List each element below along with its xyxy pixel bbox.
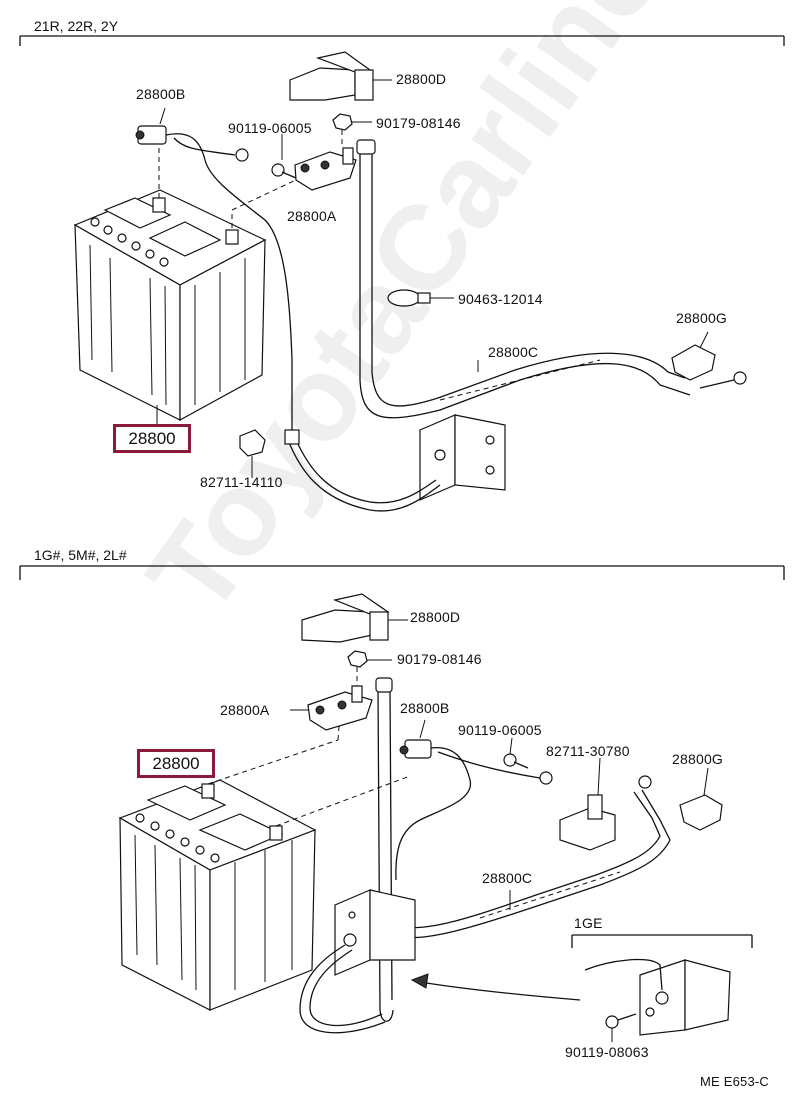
terminal-28800B-top [135,107,293,440]
label-28800A-top[interactable]: 28800A [287,208,337,224]
terminal-28800A-top [294,147,357,191]
terminal-28800A-bottom [290,685,373,731]
battery-bottom [118,711,411,1011]
label-82711-30780-bottom[interactable]: 82711-30780 [546,743,630,759]
grommet-82711-top [239,429,266,478]
label-90179-08146-top[interactable]: 90179-08146 [376,115,461,131]
battery-top [73,140,301,425]
label-90179-08146-bottom[interactable]: 90179-08146 [397,651,482,667]
label-90119-08063-bottom[interactable]: 90119-08063 [565,1044,649,1060]
nut-90179-bottom [347,650,392,690]
label-28800-top-highlighted[interactable]: 28800 [113,424,191,453]
label-28800A-bottom[interactable]: 28800A [220,702,270,718]
label-90119-06005-bottom[interactable]: 90119-06005 [458,722,542,738]
bolt-90119-bottom [503,737,529,769]
label-82711-14110-top[interactable]: 82711-14110 [200,474,283,490]
terminal-28800G-bottom [679,767,723,831]
ground-cable-top [284,429,441,512]
label-28800D-bottom[interactable]: 28800D [410,609,461,625]
nut-90179-top [332,113,372,148]
label-inset-1GE: 1GE [574,915,603,931]
inset-1GE [410,934,753,1042]
bracket-bottom [334,889,416,976]
cover-28800D-top [289,51,392,101]
label-28800G-top[interactable]: 28800G [676,310,728,326]
label-28800B-top[interactable]: 28800B [136,86,186,102]
label-90119-06005-top[interactable]: 90119-06005 [228,120,312,136]
label-28800-bottom-highlighted[interactable]: 28800 [137,749,215,778]
clamp-90463-top [387,289,454,307]
bracket-top [419,414,506,501]
label-90463-12014-top[interactable]: 90463-12014 [458,291,543,307]
diagram-code: ME E653-C [700,1074,769,1089]
bolt-90119-top [271,134,297,179]
ground-cable-bottom [299,944,386,1034]
cable-28800C-top [356,139,747,419]
terminal-28800B-bottom [395,719,553,881]
section-header-top: 21R, 22R, 2Y [34,18,119,34]
bracket-82711-bottom [559,757,616,851]
section-header-bottom: 1G#, 5M#, 2L# [34,547,127,563]
top-section-frame [19,35,785,46]
terminal-28800G-top [671,331,716,381]
cover-28800D-bottom [301,593,408,643]
label-28800C-bottom[interactable]: 28800C [482,870,533,886]
bottom-section-frame [19,565,785,580]
label-28800B-bottom[interactable]: 28800B [400,700,450,716]
label-28800D-top[interactable]: 28800D [396,71,447,87]
label-28800C-top[interactable]: 28800C [488,344,539,360]
label-28800G-bottom[interactable]: 28800G [672,751,724,767]
